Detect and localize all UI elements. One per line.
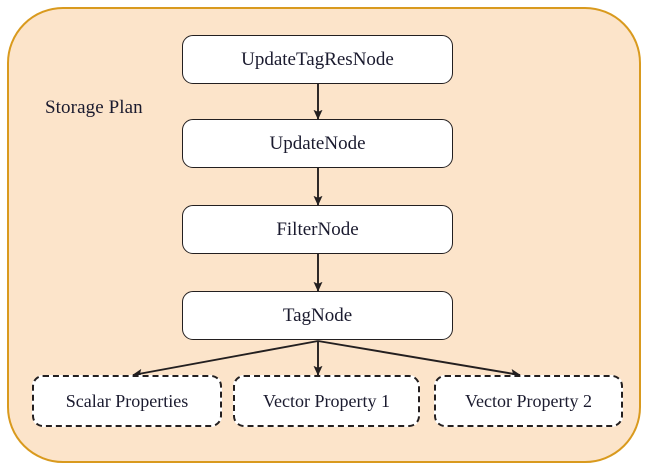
node-filternode[interactable]: FilterNode [182,205,453,254]
leaf-label: Scalar Properties [65,390,189,411]
node-label: TagNode [282,304,353,326]
node-updatetagresnode[interactable]: UpdateTagResNode [182,35,453,84]
node-label: UpdateNode [269,132,366,154]
leaf-label: Vector Property 2 [465,390,592,411]
node-label: FilterNode [276,218,359,240]
node-updatenode[interactable]: UpdateNode [182,119,453,168]
leaf-scalar-properties[interactable]: Scalar Properties [32,375,222,427]
leaf-label: Vector Property 1 [263,390,390,411]
node-label: UpdateTagResNode [241,48,394,70]
leaf-vector-property-2[interactable]: Vector Property 2 [434,375,623,427]
leaf-vector-property-1[interactable]: Vector Property 1 [233,375,420,427]
storage-plan-label: Storage Plan [45,97,143,118]
node-tagnode[interactable]: TagNode [182,291,453,340]
